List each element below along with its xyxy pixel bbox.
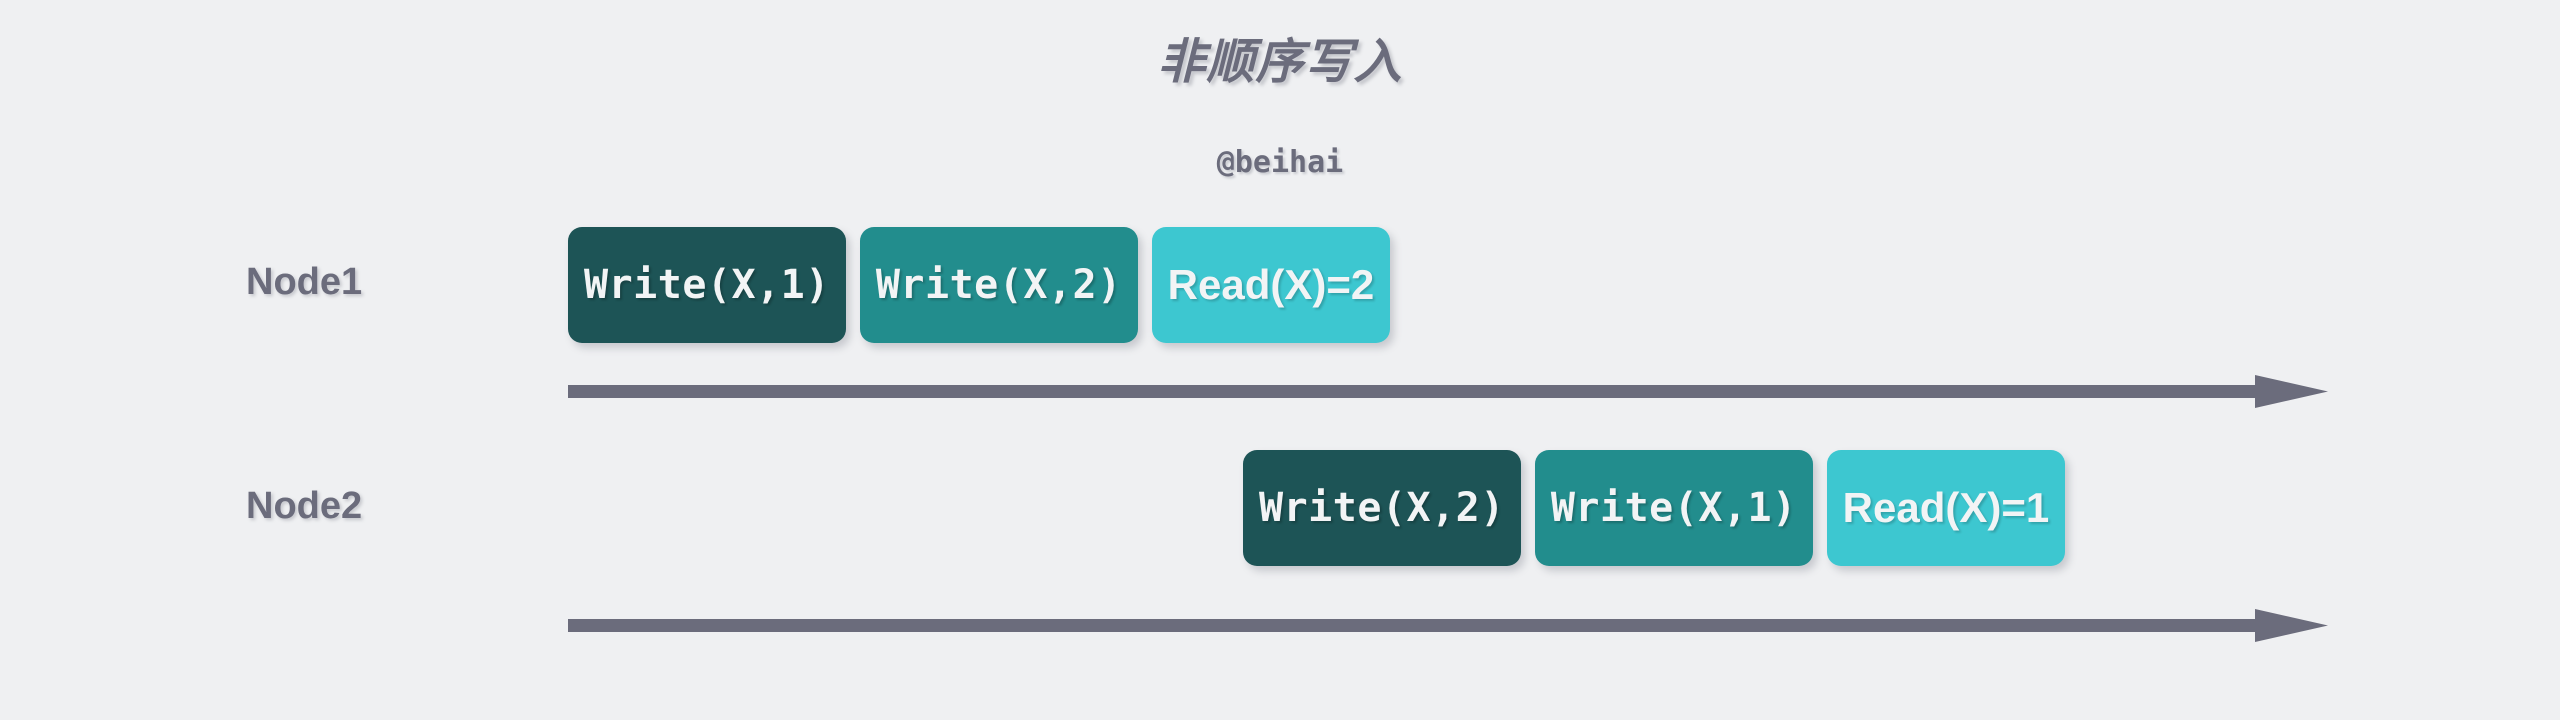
page-title: 非顺序写入 — [1157, 36, 1403, 89]
node1-timeline-arrow — [568, 375, 2328, 408]
node1-op-write-x-2[interactable]: Write(X,2) — [859, 227, 1138, 343]
node2-op-write-x-1[interactable]: Write(X,1) — [1534, 450, 1813, 566]
node2-label: Node2 — [246, 485, 363, 527]
node2-op-write-x-2[interactable]: Write(X,2) — [1243, 450, 1521, 566]
node2-op-read-x[interactable]: Read(X)=1 — [1826, 450, 2066, 566]
node1-op-write-x-1[interactable]: Write(X,1) — [568, 227, 846, 343]
node2-operation-row: Write(X,2) Write(X,1) Read(X)=1 — [1243, 450, 2066, 566]
node1-operation-row: Write(X,1) Write(X,2) Read(X)=2 — [568, 227, 1391, 343]
node2-timeline-arrow — [568, 609, 2328, 642]
node1-op-read-x[interactable]: Read(X)=2 — [1151, 227, 1391, 343]
author-handle: @beihai — [1216, 145, 1344, 180]
node1-label: Node1 — [246, 261, 363, 303]
